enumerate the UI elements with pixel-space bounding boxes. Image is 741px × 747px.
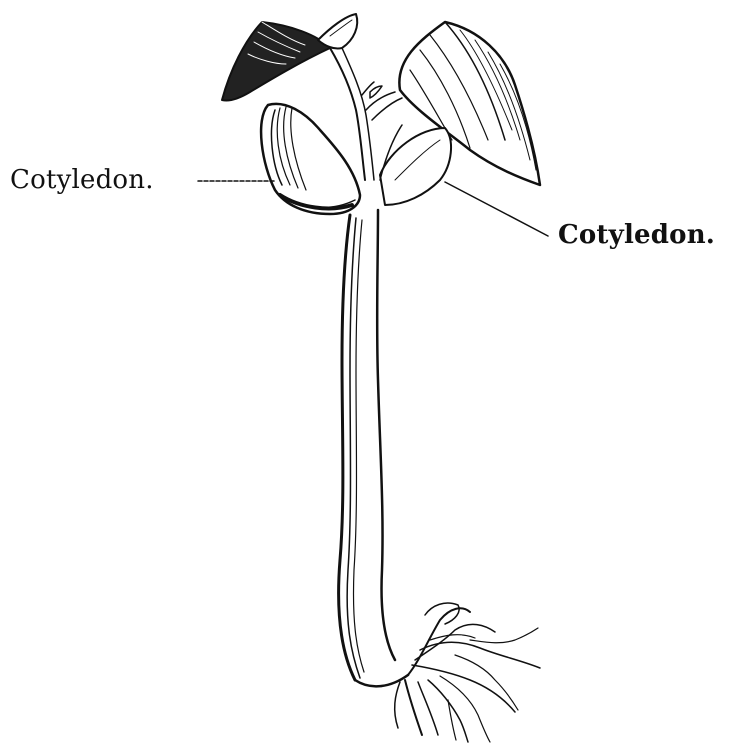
right-cotyledon xyxy=(380,128,451,205)
cotyledon-label-right: Cotyledon. xyxy=(558,222,715,248)
left-cotyledon xyxy=(261,104,360,214)
right-leader-line xyxy=(445,182,548,236)
main-stem xyxy=(339,210,395,680)
top-leaf-tip xyxy=(318,14,357,49)
upper-left-leaf xyxy=(222,22,330,101)
cotyledon-label-left: Cotyledon. xyxy=(10,167,154,193)
